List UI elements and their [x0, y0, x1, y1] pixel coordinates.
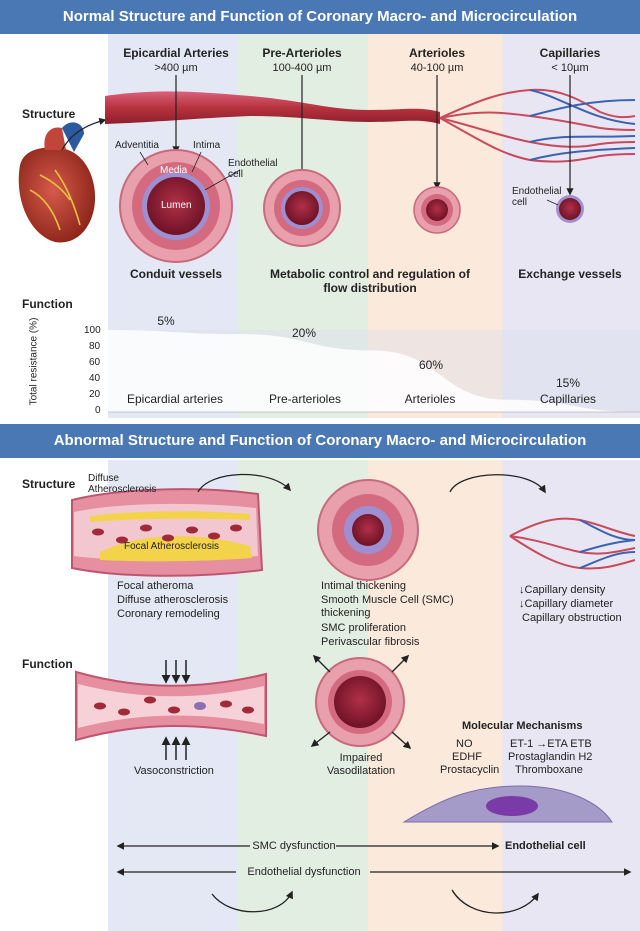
- label-focal-atherosclerosis: Focal Atherosclerosis: [124, 541, 220, 552]
- role-exchange: Exchange vessels: [518, 267, 622, 281]
- label-endothelial-cell: Endothelial cell: [228, 158, 278, 180]
- label-lumen: Lumen: [161, 200, 192, 211]
- bottom-function-label: Function: [22, 657, 73, 671]
- micro-item-2: Smooth Muscle Cell (SMC) thickening: [321, 594, 454, 619]
- resistance-mark-0: [155, 408, 195, 412]
- chart-value-arterioles: 60%: [418, 358, 444, 372]
- label-adventitia: Adventitia: [115, 140, 159, 151]
- col-header-prearterioles: Pre-Arterioles: [262, 46, 342, 60]
- label-intima: Intima: [193, 140, 221, 151]
- arteriole-cross-section: [413, 186, 461, 234]
- col-header-capillaries: Capillaries: [539, 46, 601, 60]
- chart-category-prearterioles: Pre-arterioles: [268, 392, 342, 406]
- column-bg-capillaries: [502, 34, 640, 418]
- macro-item-1: Focal atheroma: [117, 580, 194, 592]
- molecular-title: Molecular Mechanisms: [462, 720, 583, 732]
- molecular-thromboxane: Thromboxane: [515, 764, 583, 776]
- chart-ytick-0: 0: [95, 405, 101, 416]
- heart-illustration: [18, 117, 107, 243]
- capillary-cross-section: [556, 195, 584, 223]
- molecular-prostacyclin: Prostacyclin: [440, 764, 500, 776]
- cap-item-3: Capillary obstruction: [522, 612, 622, 624]
- cap-item-1: ↓Capillary density: [519, 584, 606, 596]
- rarefied-capillaries: [509, 517, 636, 570]
- top-banner-title: Normal Structure and Function of Coronar…: [0, 0, 640, 34]
- col-size-epicardial: >400 µm: [154, 62, 198, 74]
- chart-category-arterioles: Arterioles: [404, 392, 456, 406]
- micro-item-1: Intimal thickening: [321, 580, 406, 592]
- capillary-network: [439, 88, 636, 163]
- chart-category-epicardial: Epicardial arteries: [126, 392, 224, 406]
- label-cap-endothelial-cell: Endothelial cell: [512, 186, 562, 208]
- label-endothelial-dysfunction: Endothelial dysfunction: [247, 866, 361, 878]
- bottom-banner-title: Abnormal Structure and Function of Coron…: [0, 424, 640, 458]
- main-vessel: [105, 91, 440, 124]
- col-size-capillaries: < 10µm: [551, 62, 589, 74]
- resistance-area: [108, 330, 640, 412]
- molecular-prostaglandin: Prostaglandin H2: [508, 751, 593, 763]
- col-header-arterioles: Arterioles: [408, 46, 466, 60]
- top-structure-label: Structure: [22, 107, 76, 121]
- role-conduit: Conduit vessels: [129, 267, 223, 281]
- cap-item-2: ↓Capillary diameter: [519, 598, 614, 610]
- impaired-vasodilatation-cross-section: [315, 657, 405, 747]
- molecular-no: NO: [456, 738, 473, 750]
- epicardial-cross-section: [119, 149, 233, 263]
- molecular-et1: ET-1 →ETA ETB: [510, 738, 592, 750]
- bottom-structure-label: Structure: [22, 477, 76, 491]
- chart-value-epicardial: 5%: [157, 314, 175, 328]
- resistance-chart: [108, 330, 640, 413]
- constricted-vessel: [75, 670, 267, 742]
- macro-item-3: Coronary remodeling: [117, 608, 220, 620]
- label-impaired-vasodilatation: Impaired Vasodilatation: [326, 752, 396, 777]
- chart-ytick-20: 20: [89, 389, 101, 400]
- chart-ytick-100: 100: [84, 325, 101, 336]
- chart-category-capillaries: Capillaries: [539, 392, 597, 406]
- top-function-label: Function: [22, 297, 73, 311]
- molecular-edhf: EDHF: [452, 751, 482, 763]
- col-header-epicardial: Epicardial Arteries: [123, 46, 229, 60]
- col-size-arterioles: 40-100 µm: [410, 62, 464, 74]
- chart-value-prearterioles: 20%: [291, 326, 317, 340]
- role-metabolic: Metabolic control and regulation of flow…: [270, 267, 471, 295]
- atherosclerotic-artery: [71, 488, 264, 577]
- prearteriole-cross-section: [263, 169, 341, 247]
- label-smc-dysfunction: SMC dysfunction: [252, 840, 336, 852]
- label-diffuse-atherosclerosis: Diffuse Atherosclerosis: [88, 473, 157, 495]
- constriction-arrows: [161, 660, 191, 760]
- label-media: Media: [160, 165, 188, 176]
- col-size-prearterioles: 100-400 µm: [272, 62, 332, 74]
- chart-ylabel: Total resistance (%): [28, 317, 40, 406]
- macro-item-2: Diffuse atherosclerosis: [117, 594, 229, 606]
- micro-item-4: Perivascular fibrosis: [321, 636, 420, 648]
- endothelial-cell-illustration: [402, 785, 613, 823]
- label-endothelial-cell-bottom: Endothelial cell: [505, 840, 586, 852]
- thickened-arteriole-cross-section: [317, 479, 419, 581]
- chart-ytick-80: 80: [89, 341, 101, 352]
- micro-item-3: SMC proliferation: [321, 622, 406, 634]
- chart-value-capillaries: 15%: [555, 376, 581, 390]
- label-vasoconstriction: Vasoconstriction: [134, 765, 214, 777]
- chart-ytick-40: 40: [89, 373, 101, 384]
- chart-ytick-60: 60: [89, 357, 101, 368]
